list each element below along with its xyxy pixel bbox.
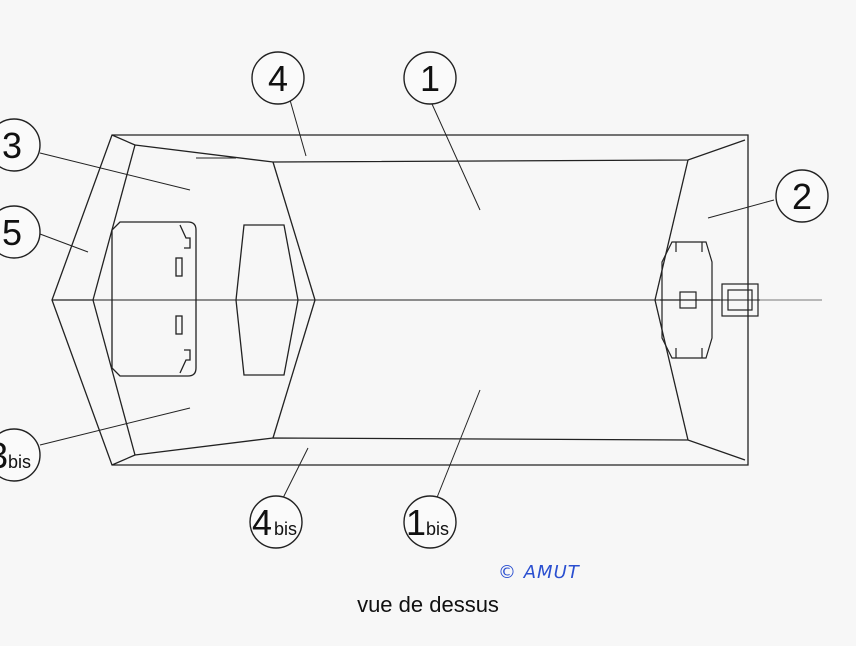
hull-outline: [51, 134, 822, 466]
callout-3bis: 3 bis: [0, 428, 41, 482]
callout-1bis-sub: bis: [426, 519, 449, 539]
callout-1-label: 1: [420, 58, 440, 99]
callout-4-label: 4: [268, 58, 288, 99]
callout-5: 5: [0, 205, 41, 259]
forward-hatch: [111, 221, 197, 377]
callout-1bis-label: 1: [406, 502, 426, 543]
author-signature: © AMUT: [498, 562, 580, 583]
mid-hatch: [235, 224, 299, 376]
callout-4bis-label: 4: [252, 502, 272, 543]
callout-4: 4: [251, 51, 305, 105]
callout-4bis-sub: bis: [274, 519, 297, 539]
callout-3bis-sub: bis: [8, 452, 31, 472]
leader-lines: [39, 99, 775, 501]
callout-1bis: 1 bis: [403, 495, 457, 549]
callout-5-label: 5: [2, 212, 22, 253]
diagram-caption: vue de dessus: [357, 592, 499, 617]
callout-4bis: 4 bis: [249, 495, 303, 549]
callout-2-label: 2: [792, 176, 812, 217]
callout-3: 3: [0, 118, 41, 172]
callout-1: 1: [403, 51, 457, 105]
callout-3bis-label: 3: [0, 435, 8, 476]
callout-3-label: 3: [2, 125, 22, 166]
callout-2: 2: [775, 169, 829, 223]
outboard-motor: [660, 241, 759, 359]
